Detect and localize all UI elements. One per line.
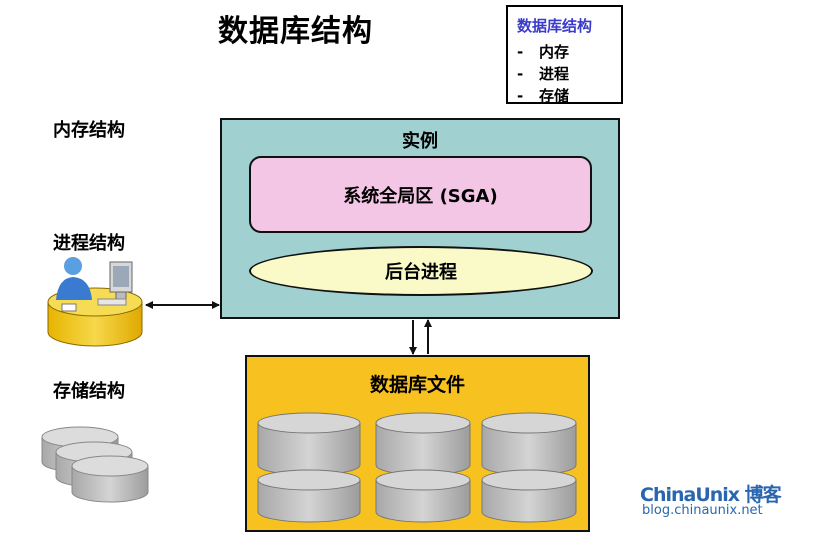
person-at-desk-icon	[47, 257, 143, 347]
sga-box: 系统全局区 (SGA)	[249, 156, 592, 233]
background-process-ellipse: 后台进程	[249, 246, 593, 296]
legend-title: 数据库结构	[517, 17, 593, 35]
legend-item-process: -进程	[517, 65, 570, 83]
background-process-label: 后台进程	[385, 262, 457, 283]
database-file-cylinder	[375, 412, 471, 523]
legend-item-label: 存储	[539, 87, 570, 105]
watermark-url: blog.chinaunix.net	[642, 503, 763, 518]
legend-item-memory: -内存	[517, 43, 570, 61]
process-structure-label: 进程结构	[53, 233, 125, 254]
database-file-cylinder	[257, 412, 361, 523]
legend-item-label: 内存	[539, 43, 570, 61]
memory-structure-label: 内存结构	[53, 120, 125, 141]
diagram-title: 数据库结构	[218, 14, 373, 49]
legend-box: 数据库结构 -内存 -进程 -存储	[506, 5, 623, 105]
legend-item-label: 进程	[539, 65, 570, 83]
instance-box: 实例 系统全局区 (SGA) 后台进程	[220, 118, 620, 319]
storage-disks-icon	[41, 426, 149, 503]
instance-label: 实例	[402, 131, 438, 152]
database-file-cylinder	[481, 412, 577, 523]
sga-label: 系统全局区 (SGA)	[343, 185, 498, 207]
database-files-label: 数据库文件	[369, 374, 465, 396]
legend-item-storage: -存储	[517, 87, 570, 105]
storage-structure-label: 存储结构	[53, 381, 125, 402]
watermark-logo-text: ChinaUnix 博客	[640, 484, 782, 506]
